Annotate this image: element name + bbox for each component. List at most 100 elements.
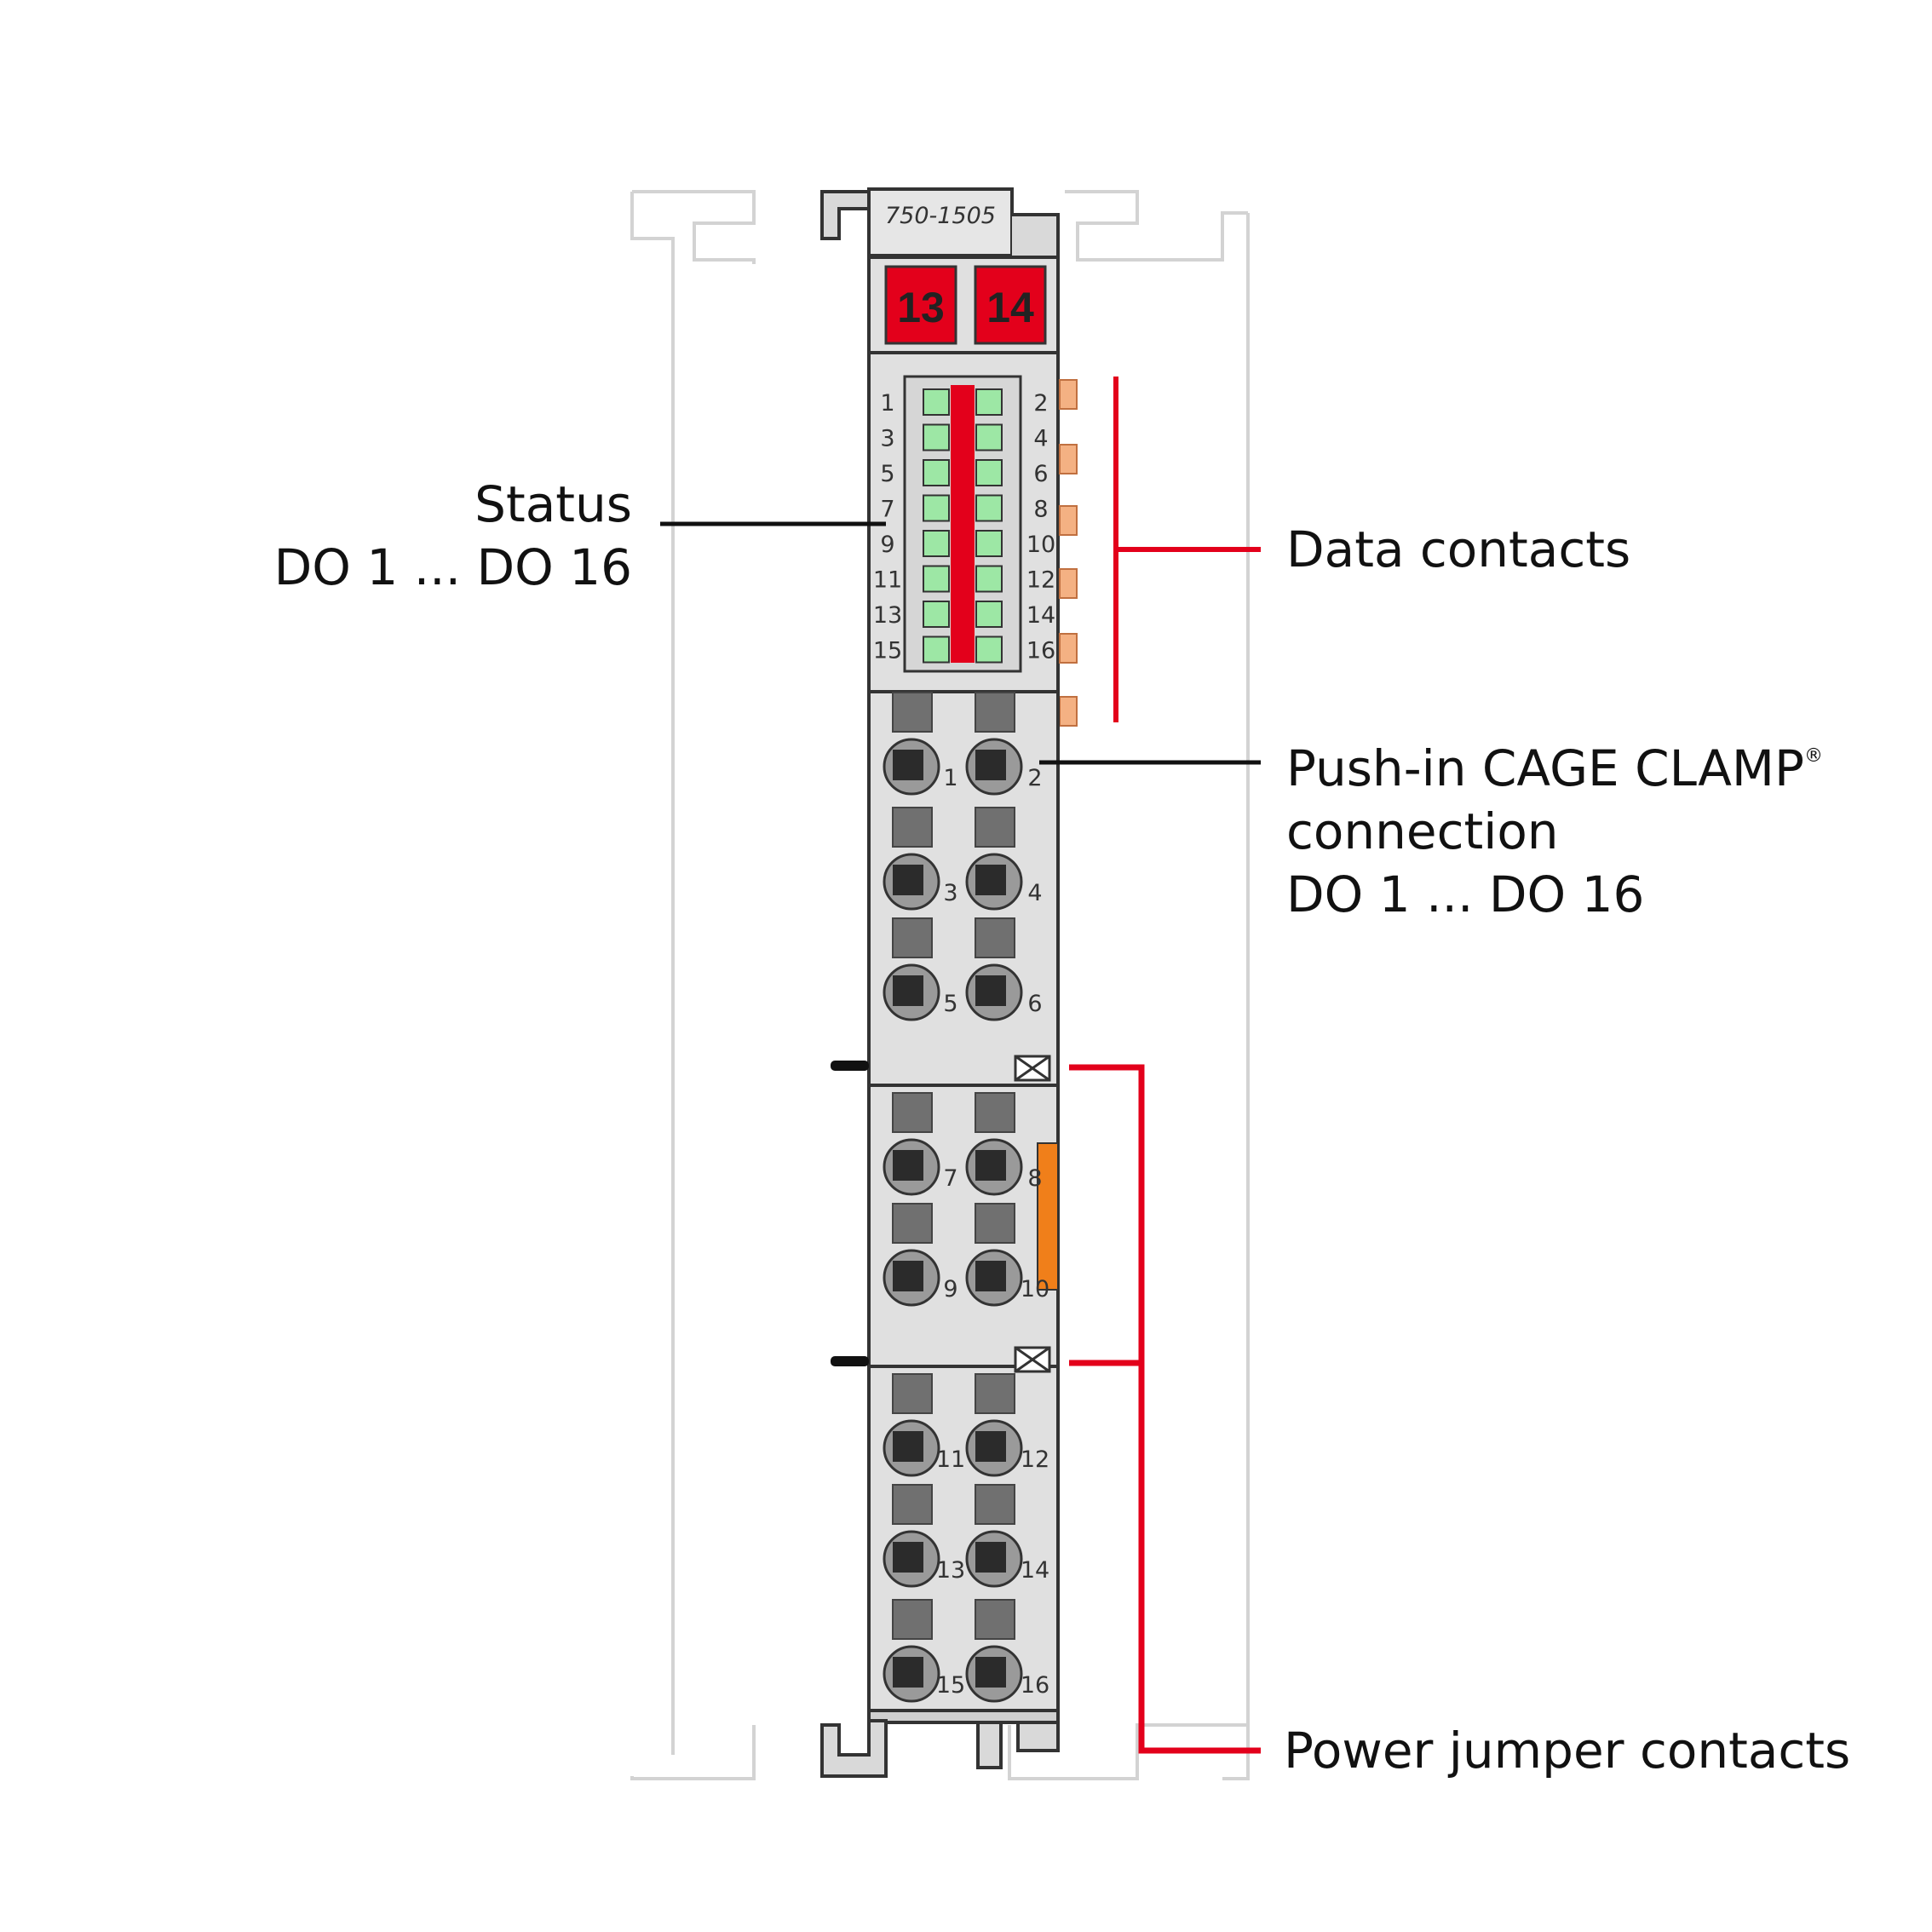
terminal-release-slot[interactable] xyxy=(975,1092,1015,1133)
status-led-10 xyxy=(975,530,1003,557)
bottom-latch-left xyxy=(820,1719,888,1778)
power-jumper-contact-top xyxy=(1014,1055,1051,1082)
data-contact xyxy=(1059,696,1078,727)
terminal-number-12: 12 xyxy=(1021,1446,1049,1473)
data-contact xyxy=(1059,505,1078,536)
terminal-number-16: 16 xyxy=(1021,1672,1049,1699)
power-jumper-contact-bottom xyxy=(1014,1346,1051,1373)
terminal-wire-entry xyxy=(893,1261,923,1291)
terminal-number-15: 15 xyxy=(936,1672,965,1699)
top-latch-right xyxy=(1012,213,1060,262)
status-led-14 xyxy=(975,601,1003,628)
terminal-release-slot[interactable] xyxy=(975,1599,1015,1640)
terminal-wire-entry xyxy=(975,1150,1006,1181)
terminal-release-slot[interactable] xyxy=(892,917,933,958)
status-led-12 xyxy=(975,565,1003,593)
terminal-release-slot[interactable] xyxy=(892,1599,933,1640)
terminal-number-1: 1 xyxy=(943,765,957,791)
led-number-2: 2 xyxy=(1033,390,1048,417)
terminal-wire-entry xyxy=(893,1657,923,1688)
terminal-release-slot[interactable] xyxy=(975,1203,1015,1244)
led-number-11: 11 xyxy=(873,567,902,594)
terminal-number-5: 5 xyxy=(943,991,957,1017)
terminal-number-10: 10 xyxy=(1021,1276,1049,1302)
led-number-6: 6 xyxy=(1033,461,1048,487)
status-led-15 xyxy=(923,635,950,664)
terminal-wire-entry xyxy=(975,1261,1006,1291)
status-led-7 xyxy=(923,494,950,522)
led-number-13: 13 xyxy=(873,602,902,629)
terminal-release-slot[interactable] xyxy=(975,1373,1015,1414)
terminal-release-slot[interactable] xyxy=(975,807,1015,848)
terminal-number-14: 14 xyxy=(1021,1557,1049,1584)
neighbor-module-outlines xyxy=(630,190,1250,1780)
terminal-release-slot[interactable] xyxy=(892,1484,933,1525)
led-number-1: 1 xyxy=(880,390,894,417)
led-number-8: 8 xyxy=(1033,497,1048,523)
status-led-4 xyxy=(975,423,1003,451)
terminal-number-7: 7 xyxy=(943,1165,957,1192)
registered-mark: ® xyxy=(1804,745,1823,767)
marker-14-label: 14 xyxy=(986,284,1034,331)
led-number-7: 7 xyxy=(880,497,894,523)
terminal-release-slot[interactable] xyxy=(892,1373,933,1414)
terminal-wire-entry xyxy=(975,975,1006,1006)
terminal-wire-entry xyxy=(893,750,923,780)
led-strip xyxy=(951,385,975,663)
terminal-wire-entry xyxy=(975,1542,1006,1573)
led-number-14: 14 xyxy=(1026,602,1055,629)
callout-lines xyxy=(660,377,1261,1754)
callout-labels: Status DO 1 ... DO 16 Data contacts Push… xyxy=(274,475,1851,1780)
terminal-wire-entry xyxy=(975,1657,1006,1688)
pushin-connection-label: connection xyxy=(1286,802,1559,860)
terminal-wire-entry xyxy=(893,975,923,1006)
status-led-13 xyxy=(923,601,950,628)
terminal-wire-entry xyxy=(893,1150,923,1181)
terminal-wire-entry xyxy=(975,750,1006,780)
pushin-label: Push-in CAGE CLAMP® xyxy=(1286,739,1823,797)
power-jumper-bar xyxy=(1037,1142,1059,1291)
terminal-number-3: 3 xyxy=(943,880,957,906)
status-led-1 xyxy=(923,388,950,416)
terminal-wire-entry xyxy=(893,1542,923,1573)
terminal-release-slot[interactable] xyxy=(892,1203,933,1244)
terminal-release-slot[interactable] xyxy=(892,1092,933,1133)
led-number-16: 16 xyxy=(1026,638,1055,664)
terminal-wire-entry xyxy=(975,1431,1006,1462)
status-led-5 xyxy=(923,459,950,486)
pushin-range-label: DO 1 ... DO 16 xyxy=(1286,865,1644,923)
terminal-number-2: 2 xyxy=(1027,765,1042,791)
data-contact xyxy=(1059,444,1078,474)
terminal-release-slot[interactable] xyxy=(975,1484,1015,1525)
status-led-6 xyxy=(975,459,1003,486)
data-contact xyxy=(1059,379,1078,410)
led-number-12: 12 xyxy=(1026,567,1055,594)
terminal-release-slot[interactable] xyxy=(892,692,933,733)
terminal-release-slot[interactable] xyxy=(975,692,1015,733)
power-jumper-label: Power jumper contacts xyxy=(1284,1722,1850,1780)
part-number: 750-1505 xyxy=(885,203,996,229)
data-contacts-label: Data contacts xyxy=(1286,520,1630,578)
terminal-wire-entry xyxy=(893,865,923,895)
status-leds xyxy=(923,388,1003,664)
pushin-label-main: Push-in CAGE CLAMP xyxy=(1286,739,1804,797)
terminal-release-slot[interactable] xyxy=(892,807,933,848)
terminal-number-8: 8 xyxy=(1027,1165,1042,1192)
left-tick-bottom xyxy=(831,1356,869,1366)
data-contacts xyxy=(1059,379,1078,727)
terminal-number-6: 6 xyxy=(1027,991,1042,1017)
bottom-edge xyxy=(867,1709,1060,1724)
status-led-3 xyxy=(923,423,950,451)
status-led-11 xyxy=(923,565,950,593)
status-range-label: DO 1 ... DO 16 xyxy=(274,538,632,596)
terminal-release-slot[interactable] xyxy=(975,917,1015,958)
marker-13 xyxy=(884,265,957,345)
power-jumper-bracket xyxy=(1069,1064,1261,1754)
status-led-16 xyxy=(975,635,1003,664)
marker-14 xyxy=(974,265,1047,345)
bottom-latch-right xyxy=(976,1721,1060,1769)
data-contact xyxy=(1059,568,1078,599)
top-latch xyxy=(820,190,871,240)
